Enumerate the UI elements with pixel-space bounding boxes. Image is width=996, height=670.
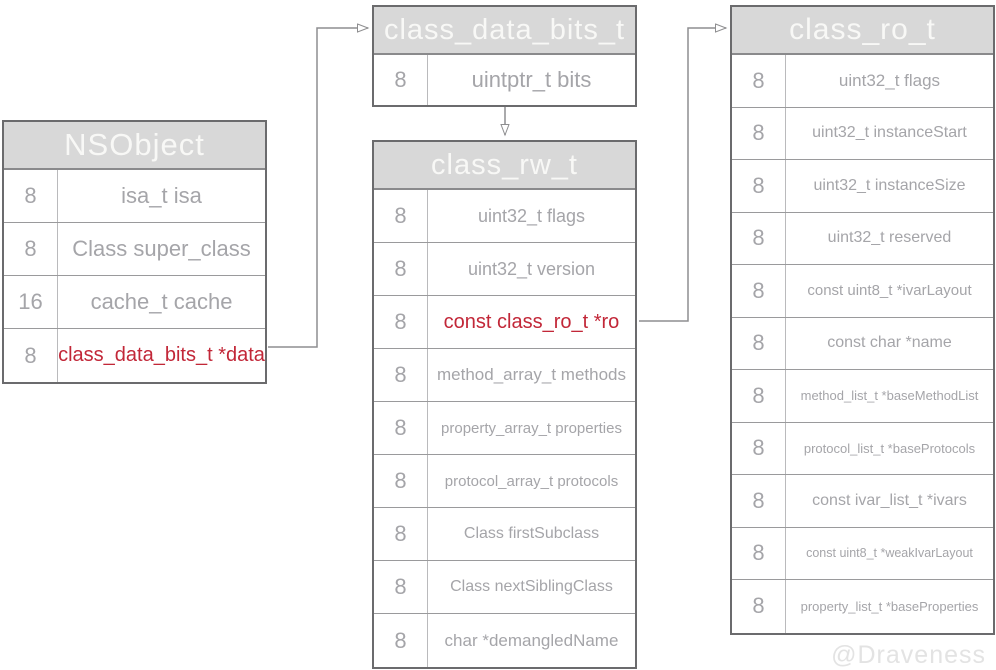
table-row: 8 uint32_t instanceStart xyxy=(732,107,993,160)
row-size: 8 xyxy=(374,455,428,507)
row-size: 8 xyxy=(374,296,428,348)
row-field: Class firstSubclass xyxy=(463,525,600,542)
table-class-data-bits-title: class_data_bits_t xyxy=(374,7,635,55)
row-field: char *demangledName xyxy=(444,630,619,650)
row-field: uint32_t version xyxy=(467,258,596,279)
row-size: 8 xyxy=(374,243,428,295)
row-size: 8 xyxy=(732,527,786,579)
table-row: 8 Class firstSubclass xyxy=(374,508,635,561)
table-row: 8 property_list_t *baseProperties xyxy=(732,580,993,633)
watermark: @Draveness xyxy=(831,641,986,669)
table-class-rw: class_rw_t 8 uint32_t flags 8 uint32_t v… xyxy=(372,140,637,669)
row-size: 8 xyxy=(374,614,428,667)
row-size: 8 xyxy=(732,55,786,107)
row-size: 8 xyxy=(374,561,428,613)
row-field: cache_t cache xyxy=(90,289,233,314)
row-size: 8 xyxy=(732,475,786,527)
row-size: 8 xyxy=(732,160,786,212)
table-row: 8 uint32_t flags xyxy=(732,55,993,108)
table-row: 8 Class nextSiblingClass xyxy=(374,561,635,614)
row-size: 8 xyxy=(732,265,786,317)
table-row: 8 const uint8_t *weakIvarLayout xyxy=(732,527,993,580)
row-size: 8 xyxy=(732,580,786,633)
row-field: isa_t isa xyxy=(121,183,202,208)
row-field: uint32_t flags xyxy=(838,70,941,90)
row-field: const ivar_list_t *ivars xyxy=(812,491,967,509)
row-field: uint32_t reserved xyxy=(827,229,952,247)
row-field: uint32_t flags xyxy=(477,205,586,226)
table-row: 8 method_list_t *baseMethodList xyxy=(732,370,993,423)
table-nsobject-title: NSObject xyxy=(4,122,265,170)
row-field: const class_ro_t *ro xyxy=(443,310,620,333)
row-field: uintptr_t bits xyxy=(471,67,592,92)
arrow-ro-to-class-ro xyxy=(639,28,726,322)
row-size: 8 xyxy=(374,190,428,242)
table-row: 16 cache_t cache xyxy=(4,276,265,329)
row-size: 8 xyxy=(732,422,786,474)
row-field: protocol_array_t protocols xyxy=(444,472,619,490)
row-field: class_data_bits_t *data xyxy=(58,344,265,366)
table-row: 8 uint32_t flags xyxy=(374,190,635,243)
row-field: Class nextSiblingClass xyxy=(450,578,613,595)
row-size: 8 xyxy=(374,508,428,560)
row-size: 8 xyxy=(4,170,58,222)
row-size: 8 xyxy=(732,212,786,264)
table-row: 8 protocol_array_t protocols xyxy=(374,455,635,508)
row-size: 8 xyxy=(732,370,786,422)
table-row: 8 uint32_t instanceSize xyxy=(732,160,993,213)
row-size: 8 xyxy=(732,107,786,159)
table-class-rw-title: class_rw_t xyxy=(374,142,635,190)
table-class-data-bits: class_data_bits_t 8 uintptr_t bits xyxy=(372,5,637,107)
row-size: 8 xyxy=(732,317,786,369)
row-size: 8 xyxy=(4,223,58,275)
row-size: 16 xyxy=(4,276,58,328)
table-row-highlighted: 8 const class_ro_t *ro xyxy=(374,296,635,349)
row-size: 8 xyxy=(374,55,428,105)
row-field: const char *name xyxy=(827,334,952,352)
table-row: 8 const ivar_list_t *ivars xyxy=(732,475,993,528)
row-field: method_list_t *baseMethodList xyxy=(800,388,979,404)
arrow-data-to-class-data-bits xyxy=(268,28,368,348)
row-field: protocol_list_t *baseProtocols xyxy=(803,440,976,456)
row-field: const uint8_t *ivarLayout xyxy=(807,282,972,300)
row-field: const uint8_t *weakIvarLayout xyxy=(806,546,973,561)
table-class-ro: class_ro_t 8 uint32_t flags 8 uint32_t i… xyxy=(730,5,995,635)
table-row: 8 isa_t isa xyxy=(4,170,265,223)
row-field: uint32_t instanceSize xyxy=(813,176,966,194)
table-row: 8 uint32_t version xyxy=(374,243,635,296)
table-row: 8 const char *name xyxy=(732,317,993,370)
table-row: 8 char *demangledName xyxy=(374,614,635,667)
row-field: Class super_class xyxy=(72,236,251,261)
table-class-ro-title: class_ro_t xyxy=(732,7,993,55)
row-field: method_array_t methods xyxy=(437,365,626,384)
row-field: uint32_t instanceStart xyxy=(812,124,967,142)
row-field: property_list_t *baseProperties xyxy=(800,598,979,614)
table-row-highlighted: 8 class_data_bits_t *data xyxy=(4,329,265,382)
table-nsobject: NSObject 8 isa_t isa 8 Class super_class… xyxy=(2,120,267,384)
table-row: 8 protocol_list_t *baseProtocols xyxy=(732,422,993,475)
table-row: 8 property_array_t properties xyxy=(374,402,635,455)
table-row: 8 uint32_t reserved xyxy=(732,212,993,265)
table-row: 8 Class super_class xyxy=(4,223,265,276)
row-size: 8 xyxy=(4,329,58,382)
row-field: property_array_t properties xyxy=(441,419,622,437)
table-row: 8 const uint8_t *ivarLayout xyxy=(732,265,993,318)
row-size: 8 xyxy=(374,402,428,454)
row-size: 8 xyxy=(374,349,428,401)
table-row: 8 method_array_t methods xyxy=(374,349,635,402)
table-row: 8 uintptr_t bits xyxy=(374,55,635,105)
